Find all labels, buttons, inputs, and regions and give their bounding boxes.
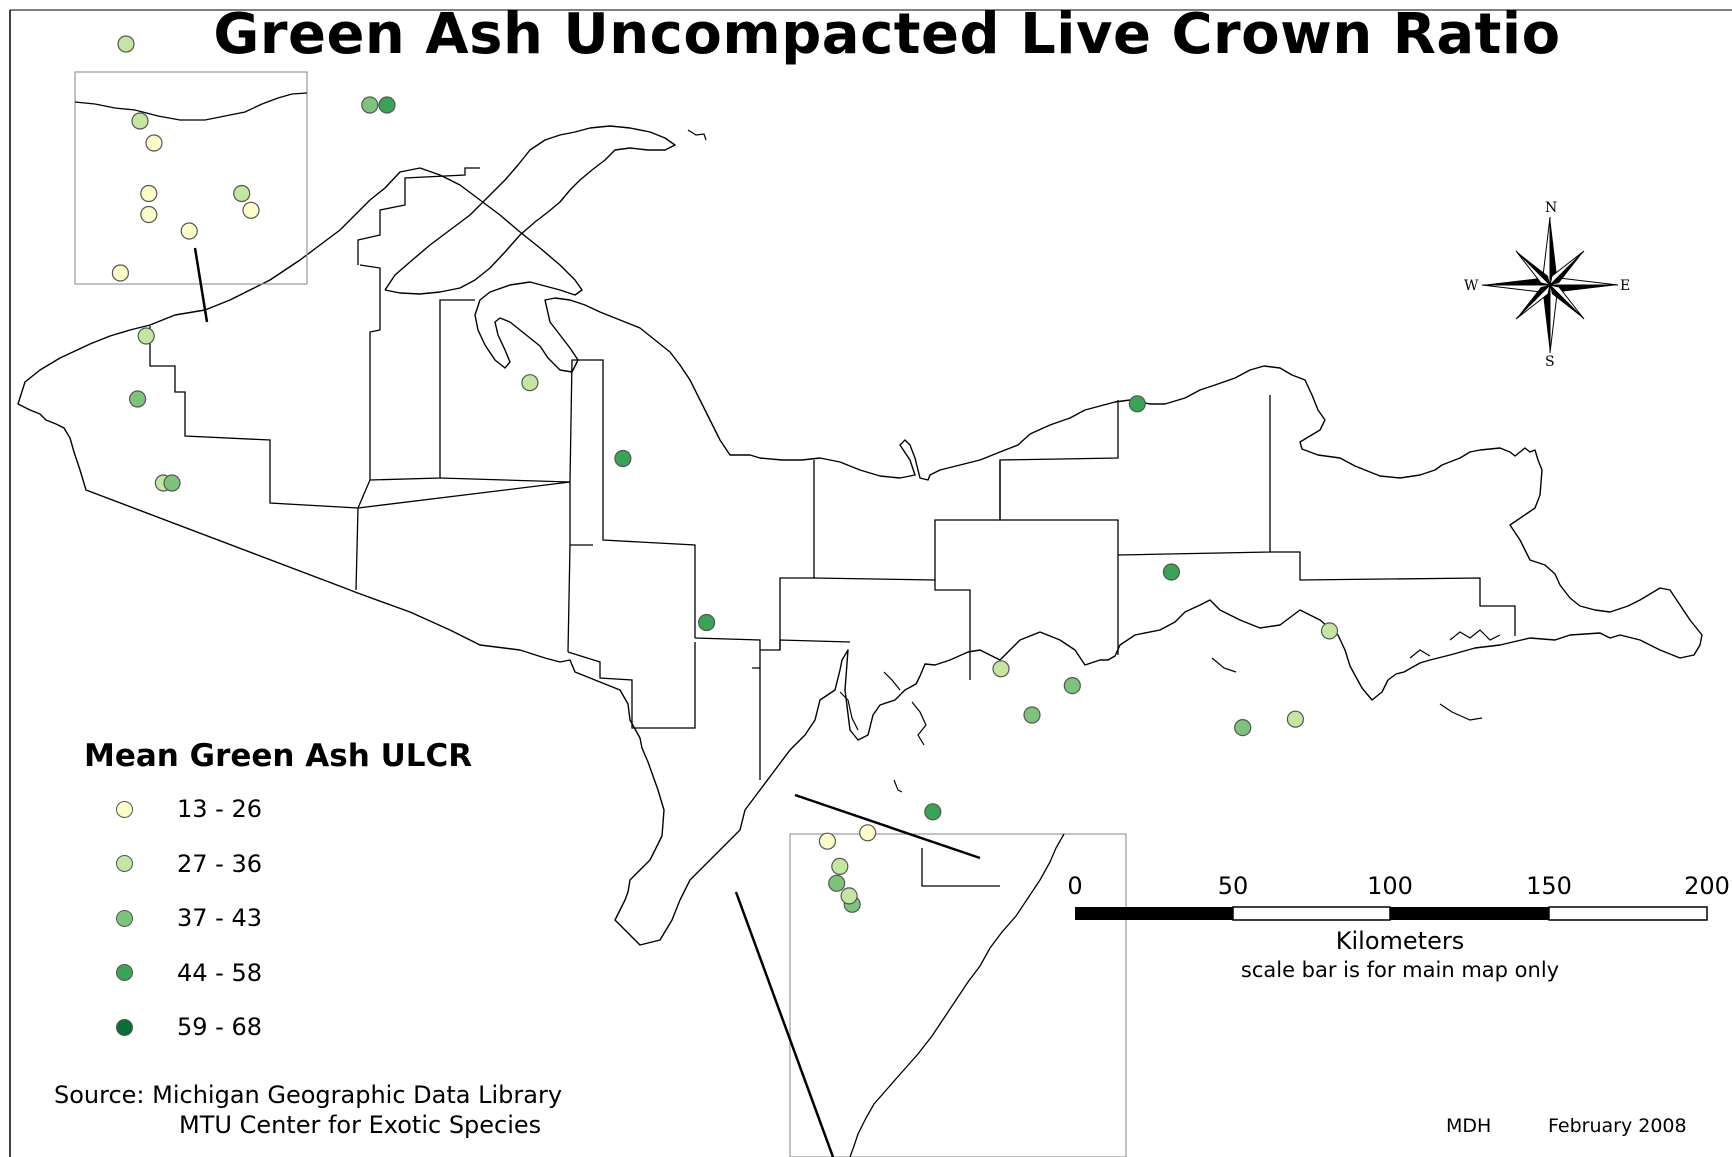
plot-point — [697, 613, 716, 632]
plot-point — [992, 660, 1010, 678]
south-inset-leader-1 — [794, 793, 981, 860]
plot-point — [831, 857, 849, 876]
north-inset-leader — [193, 247, 209, 323]
plot-point — [1063, 676, 1081, 695]
map-title: Green Ash Uncompacted Live Crown Ratio — [213, 2, 1561, 67]
legend-item: 44 - 58 — [84, 946, 504, 1001]
upper-peninsula-outline — [17, 167, 1703, 946]
plot-point — [828, 874, 846, 892]
plot-point — [859, 824, 877, 842]
shoreline-detail — [687, 129, 1501, 793]
plot-point — [361, 96, 379, 114]
legend-item: 13 - 26 — [84, 782, 504, 837]
legend-label: 13 - 26 — [177, 795, 262, 824]
legend-swatch — [116, 964, 133, 982]
county-boundaries — [149, 167, 1516, 780]
scale-bar — [1075, 906, 1708, 921]
plot-point — [140, 184, 158, 203]
keweenaw-peninsula — [384, 125, 676, 295]
source-line-2: MTU Center for Exotic Species — [179, 1111, 542, 1139]
plot-point — [242, 201, 260, 219]
plot-point — [378, 96, 396, 114]
plot-point — [140, 205, 158, 224]
map-date: February 2008 — [1548, 1115, 1687, 1137]
scale-note: scale bar is for main map only — [1240, 958, 1560, 982]
legend-label: 59 - 68 — [177, 1013, 262, 1042]
compass-north-label: N — [1545, 200, 1558, 216]
plot-point — [145, 134, 163, 152]
plot-point — [180, 222, 198, 240]
south-inset-county-line — [921, 848, 1000, 887]
plot-point — [163, 474, 181, 492]
legend-swatch — [116, 909, 133, 927]
legend-item: 59 - 68 — [84, 1000, 504, 1055]
legend-title: Mean Green Ash ULCR — [84, 738, 473, 774]
legend-swatch — [116, 855, 133, 873]
plot-point — [1286, 710, 1305, 728]
legend-item: 27 - 36 — [84, 837, 504, 892]
north-inset-frame — [74, 71, 308, 285]
legend-label: 37 - 43 — [177, 904, 262, 933]
legend: Mean Green Ash ULCR 13 - 26 27 - 36 37 -… — [84, 738, 504, 1055]
plot-point — [129, 390, 147, 408]
plot-point — [117, 35, 135, 53]
plot-points — [111, 35, 1339, 913]
map-author: MDH — [1446, 1115, 1492, 1137]
legend-swatch — [116, 1018, 133, 1036]
scale-tick-label: 100 — [1367, 872, 1413, 900]
scale-tick-labels: 0 50 100 150 200 — [1067, 872, 1730, 902]
scale-tick-label: 0 — [1067, 872, 1083, 900]
plot-point — [818, 832, 837, 850]
compass-west-label: W — [1464, 278, 1479, 294]
plot-point — [1023, 706, 1041, 724]
compass-east-label: E — [1620, 278, 1631, 294]
scale-tick-label: 50 — [1217, 872, 1249, 900]
plot-point — [840, 887, 858, 905]
plot-point — [137, 327, 155, 345]
north-inset-shoreline — [74, 92, 308, 121]
source-credit: Source: Michigan Geographic Data Library… — [54, 1080, 562, 1140]
plot-point — [1320, 622, 1339, 640]
scale-tick-label: 200 — [1684, 872, 1730, 900]
plot-point — [924, 803, 942, 821]
scale-unit: Kilometers — [1335, 927, 1465, 955]
legend-label: 44 - 58 — [177, 958, 262, 987]
south-inset-frame — [789, 833, 1127, 1157]
legend-swatch — [116, 800, 133, 818]
plot-point — [614, 449, 632, 468]
legend-label: 27 - 36 — [177, 849, 262, 878]
scale-tick-label: 150 — [1526, 872, 1572, 900]
plot-point — [1234, 718, 1252, 737]
south-inset-leader-2 — [734, 891, 835, 1157]
south-inset-shoreline — [849, 833, 1065, 1157]
compass-south-label: S — [1545, 354, 1555, 370]
plot-point — [111, 264, 130, 282]
plot-point — [1128, 395, 1146, 413]
legend-item: 37 - 43 — [84, 891, 504, 946]
plot-point — [131, 112, 149, 130]
plot-point — [233, 184, 251, 203]
compass-rose — [1481, 216, 1619, 354]
source-line-1: Source: Michigan Geographic Data Library — [54, 1081, 563, 1109]
plot-point — [521, 374, 539, 392]
plot-point — [1162, 563, 1181, 581]
